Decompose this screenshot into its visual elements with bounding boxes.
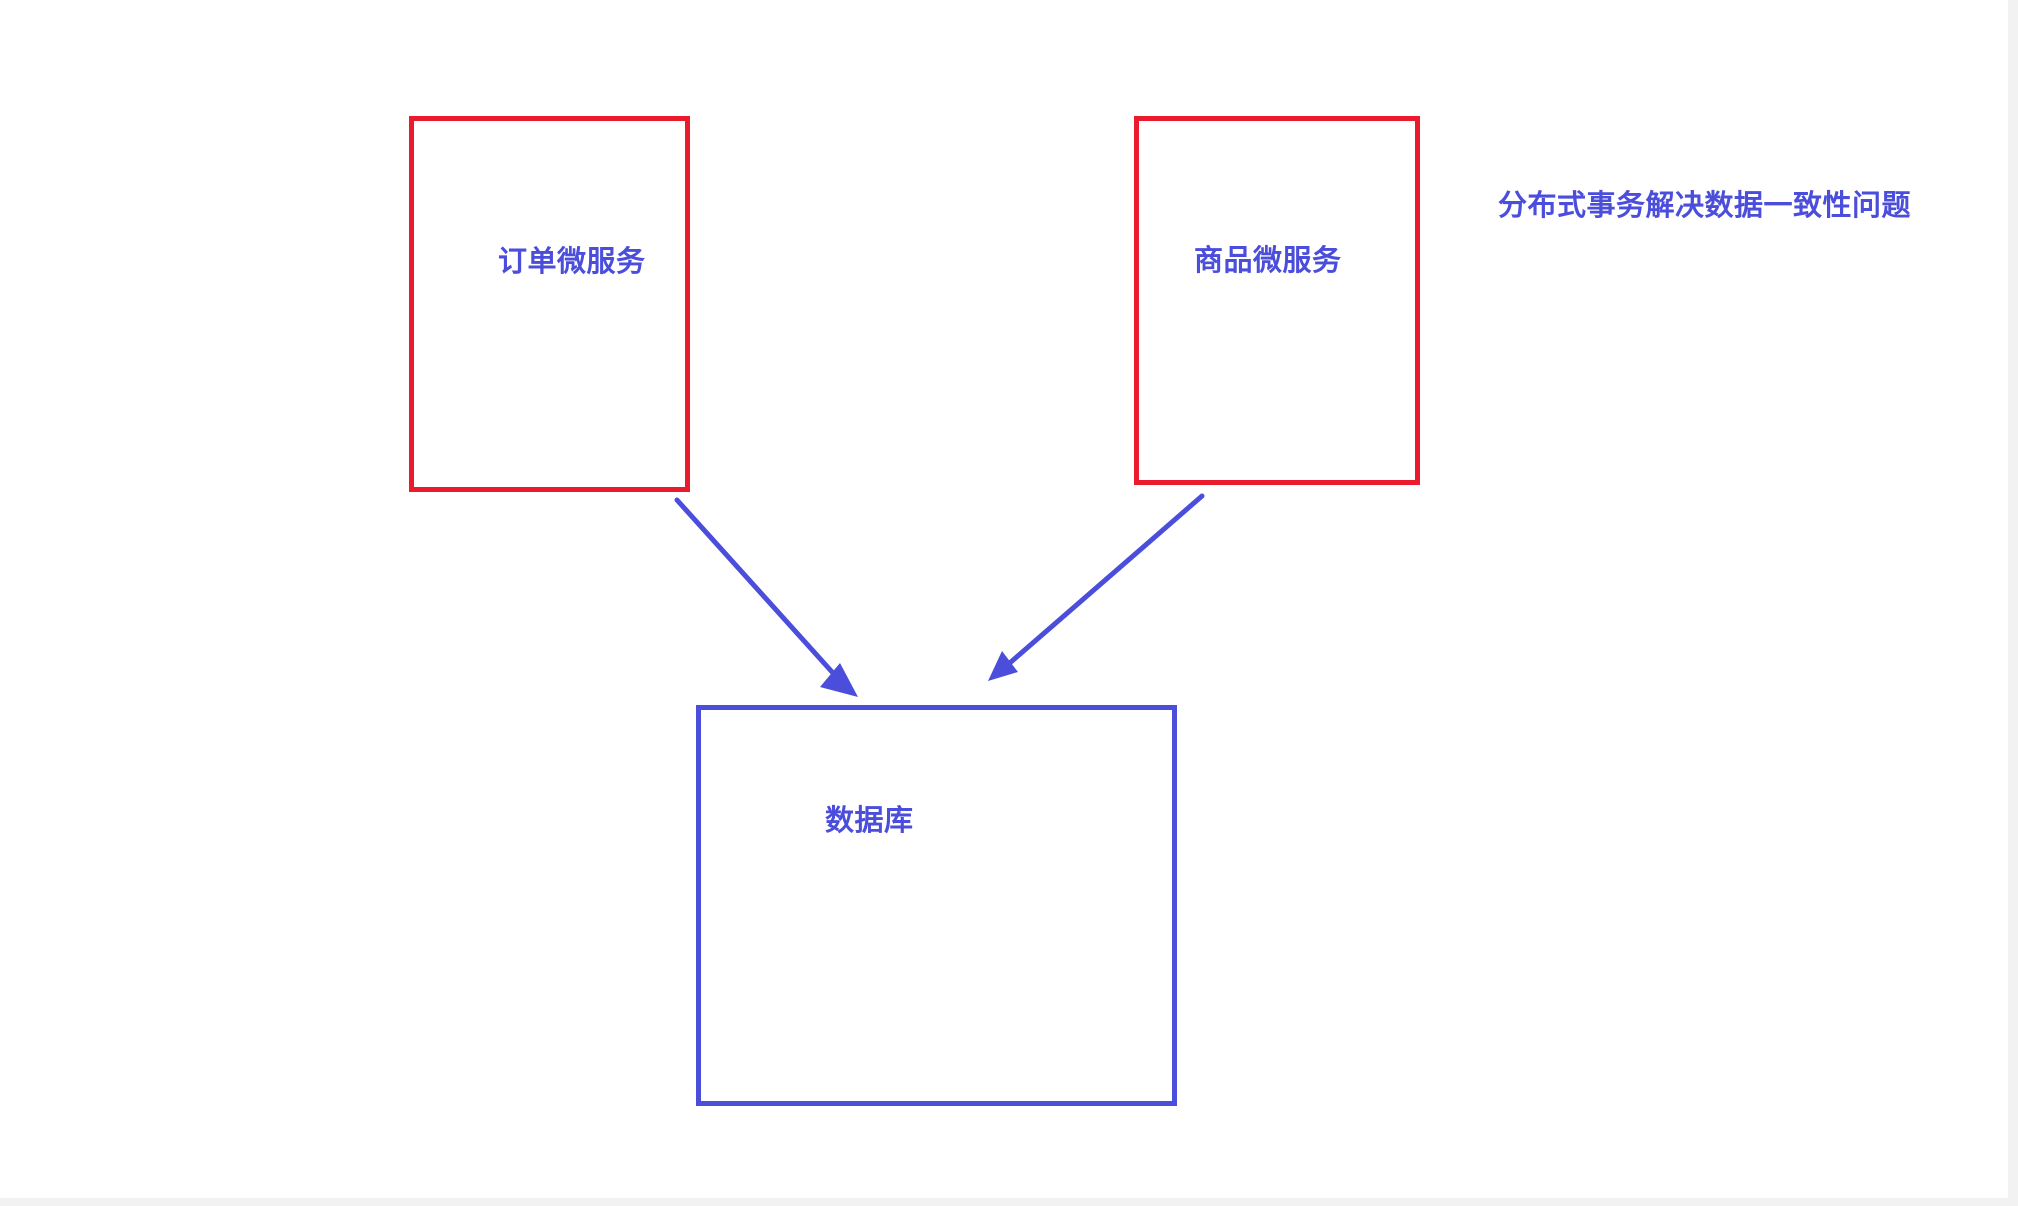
goods-service-box	[1134, 116, 1420, 485]
order-service-label: 订单微服务	[498, 244, 646, 278]
window-edge-bottom	[0, 1198, 2018, 1206]
goods-service-label: 商品微服务	[1194, 243, 1342, 277]
note-text: 分布式事务解决数据一致性问题	[1498, 188, 1912, 222]
database-label: 数据库	[825, 803, 914, 837]
arrow-goods-to-database	[988, 493, 1205, 681]
window-edge-right	[2008, 0, 2018, 1206]
arrow-order-to-database	[674, 497, 858, 697]
order-service-box	[409, 116, 690, 492]
database-box	[696, 705, 1177, 1106]
